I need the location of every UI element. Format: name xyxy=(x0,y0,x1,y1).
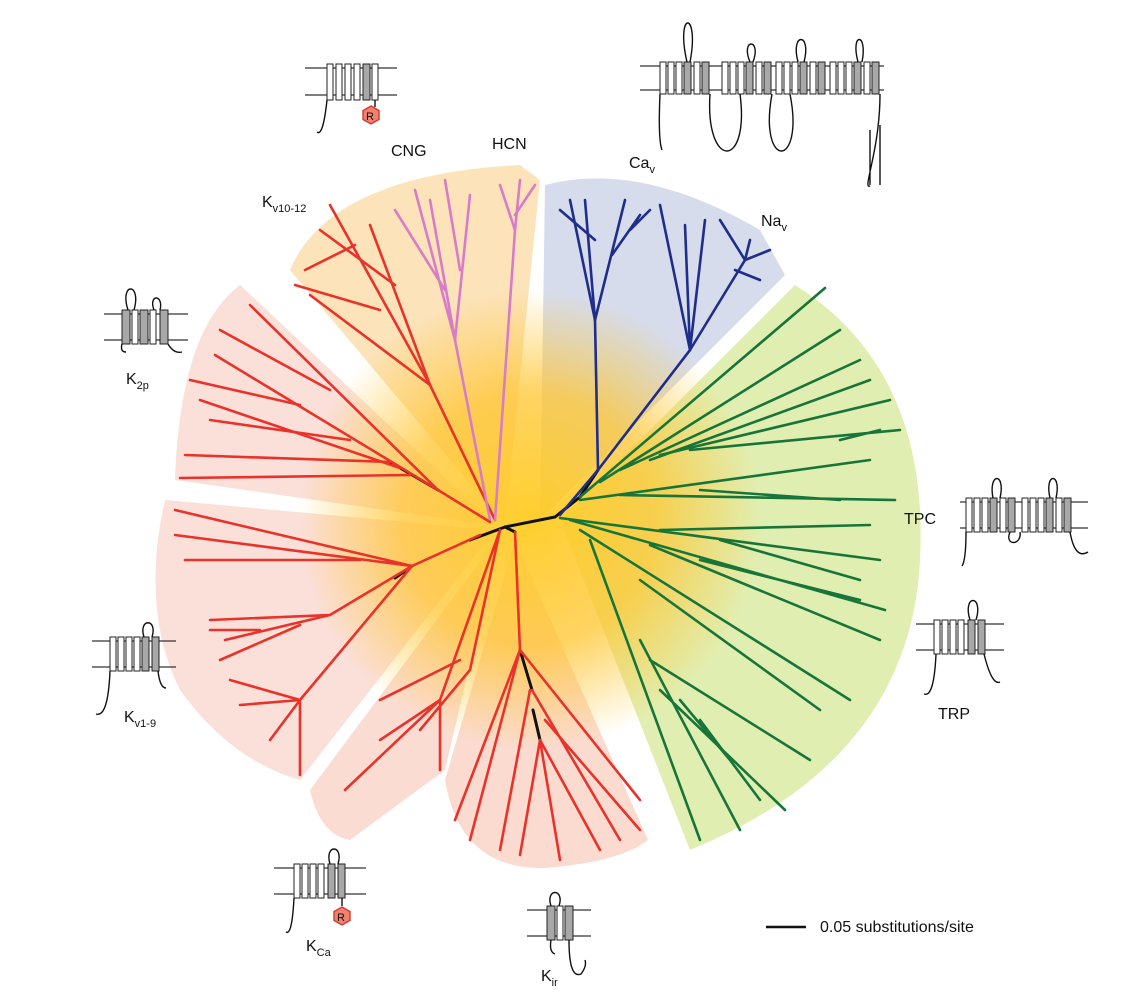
topology-cng: R xyxy=(305,63,397,134)
ligand-badge-kca xyxy=(333,906,351,926)
label-hcn: HCN xyxy=(492,136,527,153)
ligand-label-kca: R xyxy=(337,912,345,924)
branches-cng xyxy=(393,178,492,522)
label-trp: TRP xyxy=(938,706,970,723)
core-glow xyxy=(300,290,760,750)
label-kv10-12: Kv10-12 xyxy=(262,194,306,215)
clade-fans xyxy=(155,165,921,869)
branches-kv10-12 xyxy=(293,203,497,522)
branches-kir xyxy=(453,530,642,862)
label-tpc: TPC xyxy=(904,511,936,528)
branches-cav-nav xyxy=(558,198,772,517)
label-kv1-9: Kv1-9 xyxy=(124,709,156,730)
branches-trp-tpc xyxy=(558,286,902,842)
scale-bar-label: 0.05 substitutions/site xyxy=(820,919,974,936)
label-cng: CNG xyxy=(391,143,427,160)
topology-kca: R xyxy=(274,848,366,934)
label-kca: KCa xyxy=(306,938,332,959)
clade-labels: CNG HCN Cav Nav Kv10-12 K2p Kv1-9 KCa Ki… xyxy=(124,136,970,989)
topology-k2p xyxy=(104,288,188,354)
ligand-label: R xyxy=(366,111,374,123)
label-cav: Cav xyxy=(629,155,655,176)
ligand-badge xyxy=(362,105,380,125)
branches-hcn xyxy=(493,178,537,522)
tree-branches xyxy=(173,178,902,862)
label-k2p: K2p xyxy=(126,371,149,392)
branches-kca xyxy=(343,528,502,792)
topology-kir xyxy=(527,891,591,976)
label-nav: Nav xyxy=(761,213,787,234)
topology-tpc xyxy=(960,478,1089,567)
branches-k2p xyxy=(178,303,492,524)
topology-kv1-9 xyxy=(92,622,176,715)
scale-bar: 0.05 substitutions/site xyxy=(766,919,974,936)
label-kir: Kir xyxy=(541,968,558,989)
topology-trp xyxy=(916,600,1004,695)
topology-cav-nav xyxy=(640,22,884,187)
branches-kv1-9 xyxy=(173,508,482,777)
